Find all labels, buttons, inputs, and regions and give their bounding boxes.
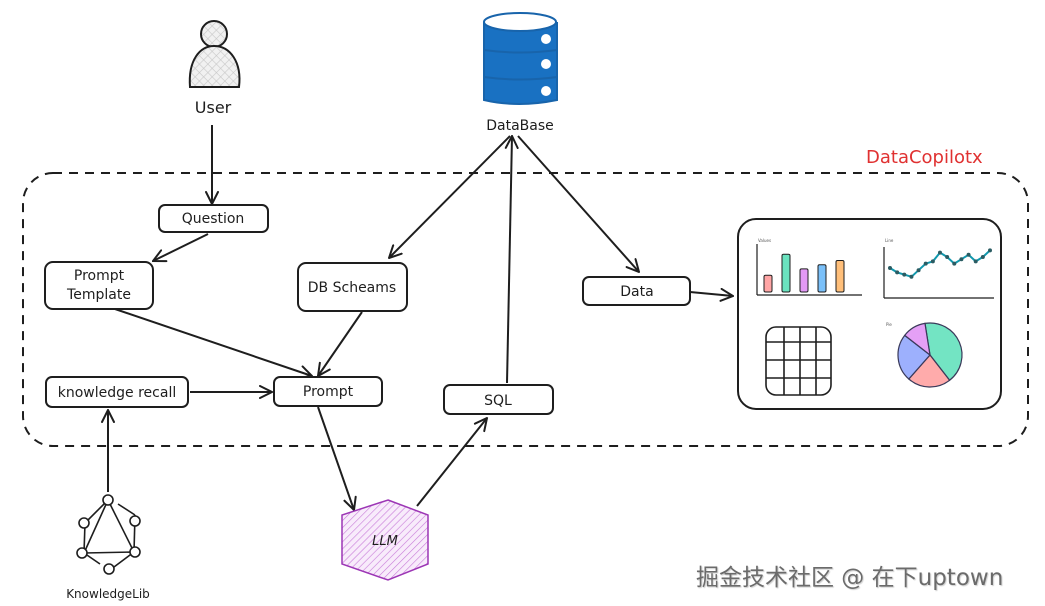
knowledge-graph-icon: [76, 494, 141, 575]
node-prompt-template[interactable]: Prompt Template: [44, 261, 154, 310]
edge-data-visualization: [689, 292, 733, 296]
mini-line-point: [980, 255, 985, 259]
edge-database-db-schemas: [389, 135, 511, 258]
mini-pie-slice: [903, 322, 931, 357]
mini-pie-chart-label: Pie: [886, 322, 892, 327]
mini-line-point: [952, 261, 957, 266]
edge-db-schemas-prompt: [318, 311, 363, 376]
mini-table-icon: [765, 326, 832, 396]
db-schemas-label: DB Scheams: [308, 280, 396, 296]
mini-line-point: [966, 252, 971, 257]
node-db-schemas[interactable]: DB Scheams: [297, 262, 408, 312]
database-icon: [483, 12, 558, 105]
container-title: DataCopilotx: [866, 147, 983, 168]
question-label: Question: [182, 211, 245, 227]
mini-bar: [817, 264, 827, 293]
mini-line-chart: Line: [883, 238, 994, 299]
edges: [108, 125, 733, 510]
knowledgelib-label: KnowledgeLib: [66, 587, 150, 601]
prompt-label: Prompt: [303, 384, 354, 400]
database-label: DataBase: [486, 118, 554, 134]
mini-bar: [835, 260, 845, 293]
mini-pie-slice: [897, 334, 931, 380]
visualization-panel[interactable]: Values Line Pie: [737, 218, 1002, 410]
node-llm[interactable]: LLM: [341, 499, 429, 581]
node-knowledge-recall[interactable]: knowledge recall: [45, 376, 189, 408]
llm-label: LLM: [372, 534, 398, 549]
node-data[interactable]: Data: [582, 276, 691, 306]
mini-pie-slice: [907, 354, 951, 388]
knowledge-recall-label: knowledge recall: [58, 385, 176, 401]
mini-line-point: [902, 272, 907, 277]
sql-label: SQL: [484, 393, 512, 409]
mini-line-point: [895, 270, 900, 275]
mini-bar-chart-label: Values: [758, 238, 771, 243]
prompt-template-label-line1: Prompt: [74, 268, 125, 284]
mini-bar: [781, 253, 791, 293]
mini-line-point: [988, 248, 992, 253]
data-label: Data: [620, 284, 653, 300]
llm-hexagon: [341, 499, 429, 581]
node-prompt[interactable]: Prompt: [273, 376, 383, 407]
watermark: 掘金技术社区 @ 在下uptown: [696, 565, 1004, 591]
mini-line-point: [888, 266, 892, 270]
mini-bar-chart: Values: [756, 238, 862, 296]
edge-llm-sql: [416, 418, 487, 507]
mini-line-point: [930, 259, 935, 264]
user-label: User: [195, 98, 232, 117]
mini-line-point: [916, 268, 921, 273]
node-question[interactable]: Question: [158, 204, 269, 233]
edge-database-data: [517, 135, 639, 272]
mini-pie-slice: [924, 322, 963, 382]
node-sql[interactable]: SQL: [443, 384, 554, 415]
edge-prompt-llm: [317, 406, 354, 510]
mini-bar: [799, 268, 809, 293]
mini-line-point: [945, 255, 950, 259]
edge-prompt-template-prompt: [114, 308, 312, 376]
mini-line-chart-label: Line: [885, 238, 894, 243]
edge-question-prompt-template: [153, 233, 209, 261]
user-icon: [188, 20, 241, 88]
mini-line-point: [959, 257, 964, 262]
datacopilotx-container: [22, 172, 1029, 447]
mini-line-point: [909, 274, 914, 279]
mini-bar: [763, 274, 773, 293]
mini-pie-chart: Pie: [886, 322, 963, 388]
edge-sql-database: [507, 136, 512, 384]
mini-line-point: [923, 261, 928, 266]
mini-line-point: [938, 250, 942, 255]
mini-line-point: [973, 259, 978, 264]
prompt-template-label-line2: Template: [66, 287, 131, 303]
